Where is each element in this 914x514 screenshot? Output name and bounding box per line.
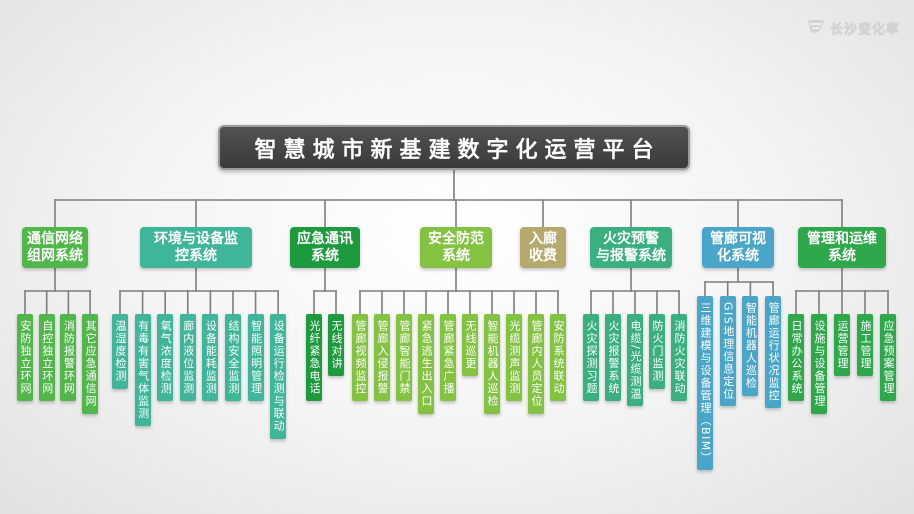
subsystem-item: 廊内液位监测 [179, 314, 196, 401]
subsystem-item: 管廊入侵报警 [374, 314, 390, 401]
subsystem-item: 紧急逃生出入口 [418, 314, 434, 414]
subsystem-item: 设备运行检测与联动 [270, 314, 287, 439]
subsystem-group-security-protection: 管廊视频监控 管廊入侵报警 管廊智能门禁 紧急逃生出入口 管廊紧急广播 无线巡更… [352, 314, 566, 414]
brand-logo-icon [806, 17, 826, 37]
subsystem-item: GIS地理信息定位 [719, 296, 736, 407]
subsystem-item: 光缆测声监测 [506, 314, 522, 401]
subsystem-item: 日常办公系统 [788, 314, 804, 401]
subsystem-item: 设施与设备管理 [811, 314, 827, 414]
subsystem-item: 应急预案管理 [880, 314, 896, 401]
subsystem-item: 防火门监测 [649, 314, 665, 389]
subsystem-item: 管廊内人员定位 [528, 314, 544, 414]
subsystem-item: 火灾报警系统 [605, 314, 621, 401]
subsystem-item: 管廊运行状况监控 [765, 296, 782, 408]
subsystem-item: 自控独立环网 [38, 314, 55, 401]
subsystem-item: 无线巡更 [462, 314, 478, 376]
brand-name: 长沙变化率 [829, 21, 900, 37]
subsystem-item: 智能照明管理 [247, 314, 264, 401]
subsystem-item: 三维建模与设备管理（BIM） [697, 296, 713, 471]
subsystem-item: 运营管理 [834, 314, 850, 376]
subsystem-item: 其它应急通信网 [82, 314, 99, 414]
subsystem-item: 管廊视频监控 [352, 314, 368, 401]
category-security-protection: 安全防范 系统 [420, 227, 492, 268]
subsystem-item: 火灾探测习题 [583, 314, 599, 401]
category-communication-network-system: 通信网络 组网系统 [22, 227, 88, 268]
subsystem-item: 管廊智能门禁 [396, 314, 412, 401]
subsystem-item: 有毒有害气体监测 [134, 314, 151, 426]
subsystem-item: 消防火灾联动 [671, 314, 687, 401]
subsystem-group-corridor-visualization: 三维建模与设备管理（BIM） GIS地理信息定位 智能机器人巡检 管廊运行状况监… [697, 296, 782, 471]
subsystem-item: 氧气浓度检测 [157, 314, 174, 401]
category-corridor-entry-fee: 入廊 收费 [520, 227, 566, 268]
category-emergency-communication: 应急通讯 系统 [290, 227, 360, 268]
subsystem-item: 消防报警环网 [60, 314, 77, 401]
subsystem-group-management-operation: 日常办公系统 设施与设备管理 运营管理 施工管理 应急预案管理 [788, 314, 896, 414]
subsystem-item: 温湿度检测 [112, 314, 128, 389]
subsystem-item: 设备能耗监测 [202, 314, 219, 401]
brand-logo: 长沙变化率 [806, 17, 900, 37]
subsystem-item: 智能机器人巡检 [742, 296, 759, 396]
subsystem-item: 管廊紧急广播 [440, 314, 456, 401]
subsystem-item: 智能机器人巡检 [484, 314, 500, 414]
subsystem-group-environment-monitoring: 温湿度检测 有毒有害气体监测 氧气浓度检测 廊内液位监测 设备能耗监测 结构安全… [112, 314, 287, 439]
category-corridor-visualization: 管廊可视 化系统 [702, 227, 774, 268]
subsystem-item: 安防独立环网 [17, 314, 33, 401]
subsystem-item: 安防系统联动 [550, 314, 566, 401]
category-fire-warning-alarm: 火灾预警 与报警系统 [590, 227, 672, 268]
subsystem-item: 施工管理 [857, 314, 873, 376]
subsystem-item: 光纤紧急电话 [306, 314, 322, 401]
platform-root-node: 智慧城市新基建数字化运营平台 [218, 125, 690, 170]
subsystem-item: 无线对讲 [328, 314, 344, 376]
category-management-operation: 管理和运维 系统 [798, 227, 886, 268]
subsystem-item: 结构安全监测 [224, 314, 241, 401]
subsystem-group-fire-alarm: 火灾探测习题 火灾报警系统 电缆/光缆测温 防火门监测 消防火灾联动 [583, 314, 687, 407]
subsystem-group-communication-network: 安防独立环网 自控独立环网 消防报警环网 其它应急通信网 [17, 314, 99, 414]
subsystem-group-emergency-communication: 光纤紧急电话 无线对讲 [306, 314, 344, 401]
subsystem-item: 电缆/光缆测温 [627, 314, 643, 407]
category-environment-equipment-monitoring: 环境与设备监 控系统 [140, 227, 252, 268]
